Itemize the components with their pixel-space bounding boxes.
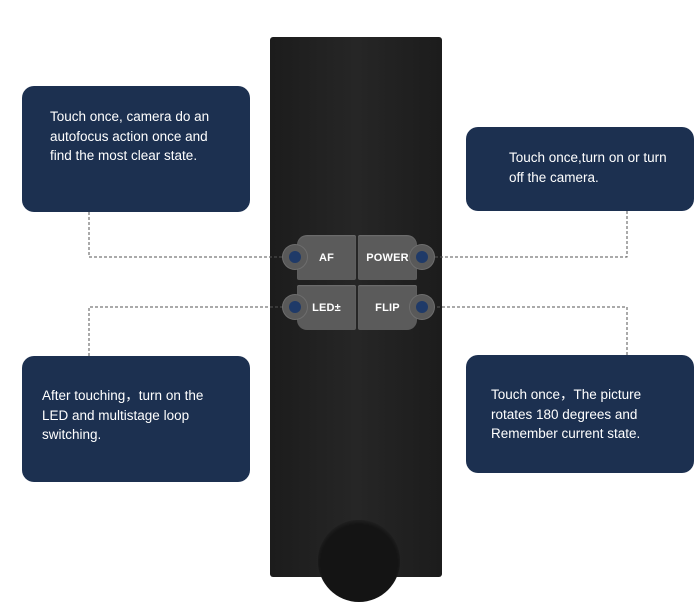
power-button[interactable]: POWER <box>358 235 417 280</box>
led-callout: After touching，turn on the LED and multi… <box>22 356 250 482</box>
flip-callout: Touch once，The picture rotates 180 degre… <box>466 355 694 473</box>
device-knob <box>318 520 400 602</box>
led-callout-text: After touching，turn on the LED and multi… <box>42 388 204 442</box>
af-callout: Touch once, camera do an autofocus actio… <box>22 86 250 212</box>
connector-flip <box>434 306 628 355</box>
af-callout-text: Touch once, camera do an autofocus actio… <box>50 109 210 163</box>
connector-led <box>88 306 283 356</box>
flip-callout-text: Touch once，The picture rotates 180 degre… <box>491 387 642 441</box>
led-button-label: LED± <box>312 301 341 314</box>
power-indicator-dot-icon <box>410 245 434 269</box>
led-indicator-dot-icon <box>283 295 307 319</box>
connector-power <box>434 211 628 258</box>
flip-button[interactable]: FLIP <box>358 285 417 330</box>
power-callout-text: Touch once,turn on or turn off the camer… <box>509 150 667 185</box>
led-button[interactable]: LED± <box>297 285 356 330</box>
af-indicator-dot-icon <box>283 245 307 269</box>
power-button-label: POWER <box>366 251 409 264</box>
connector-af <box>88 212 283 258</box>
af-button-label: AF <box>318 251 335 264</box>
flip-indicator-dot-icon <box>410 295 434 319</box>
power-callout: Touch once,turn on or turn off the camer… <box>466 127 694 211</box>
flip-button-label: FLIP <box>375 301 400 314</box>
